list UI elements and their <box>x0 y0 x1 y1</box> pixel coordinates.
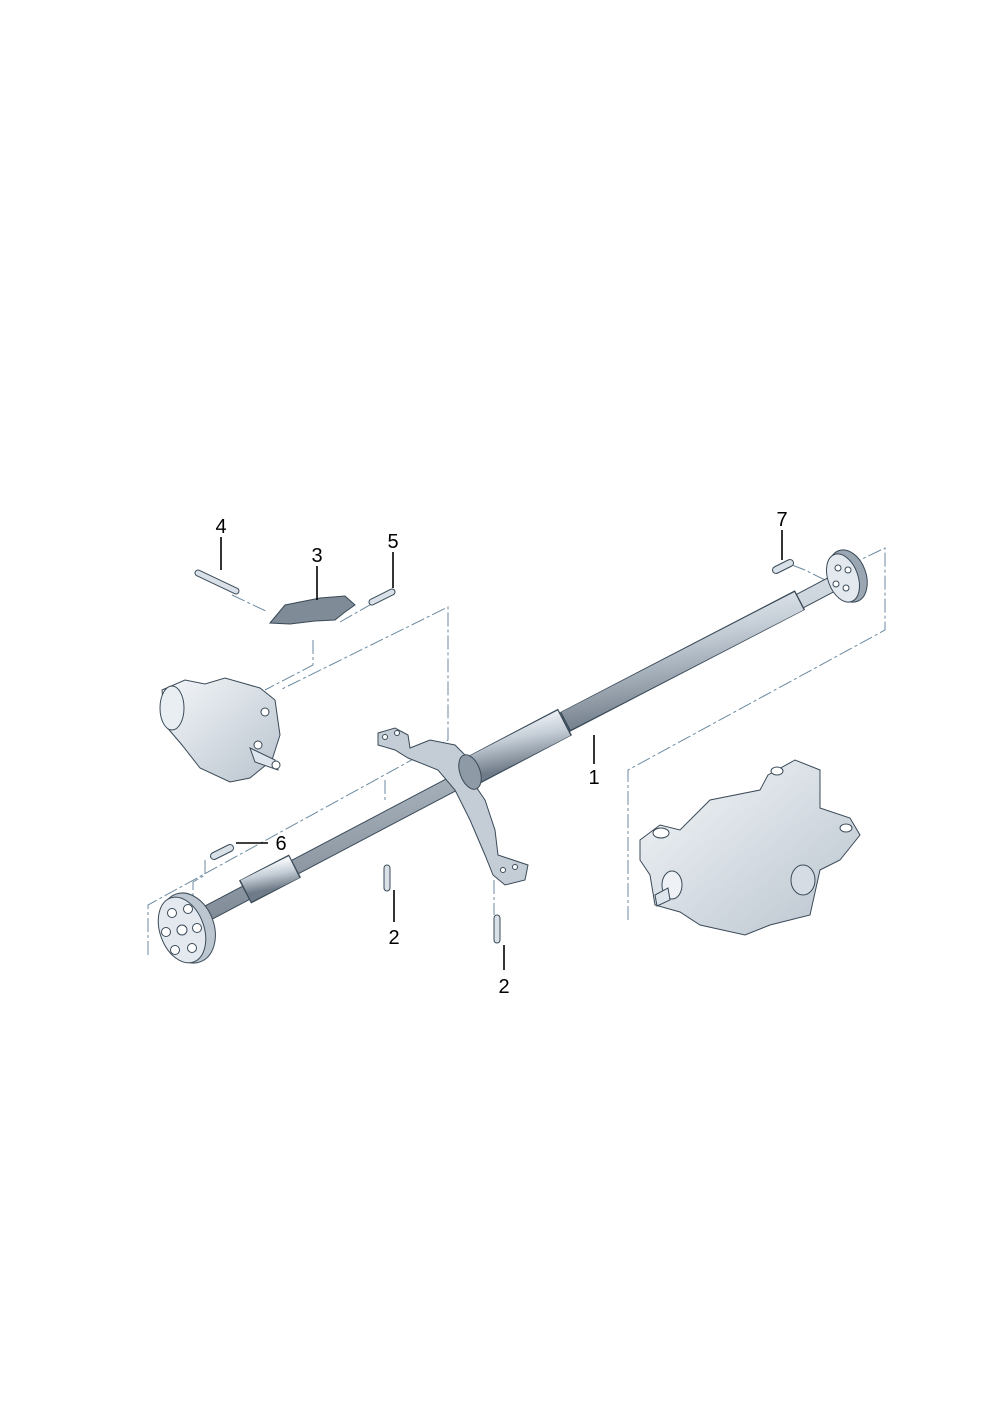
callout-3: 3 <box>311 545 322 567</box>
callout-2-a: 2 <box>388 927 399 949</box>
callout-2-b: 2 <box>498 976 509 998</box>
callout-5: 5 <box>387 531 398 553</box>
callout-6: 6 <box>275 833 286 855</box>
callout-7: 7 <box>776 509 787 531</box>
center-bearing-bracket <box>377 727 529 886</box>
leader-lines <box>220 530 783 970</box>
heat-shield <box>268 595 356 625</box>
callout-4: 4 <box>215 516 226 538</box>
bolt-7 <box>772 559 794 574</box>
bolt-5 <box>368 588 396 606</box>
bolt-6 <box>210 844 234 860</box>
callout-1: 1 <box>588 767 599 789</box>
propshaft <box>157 549 868 964</box>
assembly-guide-lines <box>147 547 886 955</box>
bolt-4 <box>194 569 240 595</box>
rear-differential <box>639 759 861 936</box>
transmission-housing <box>159 677 281 783</box>
